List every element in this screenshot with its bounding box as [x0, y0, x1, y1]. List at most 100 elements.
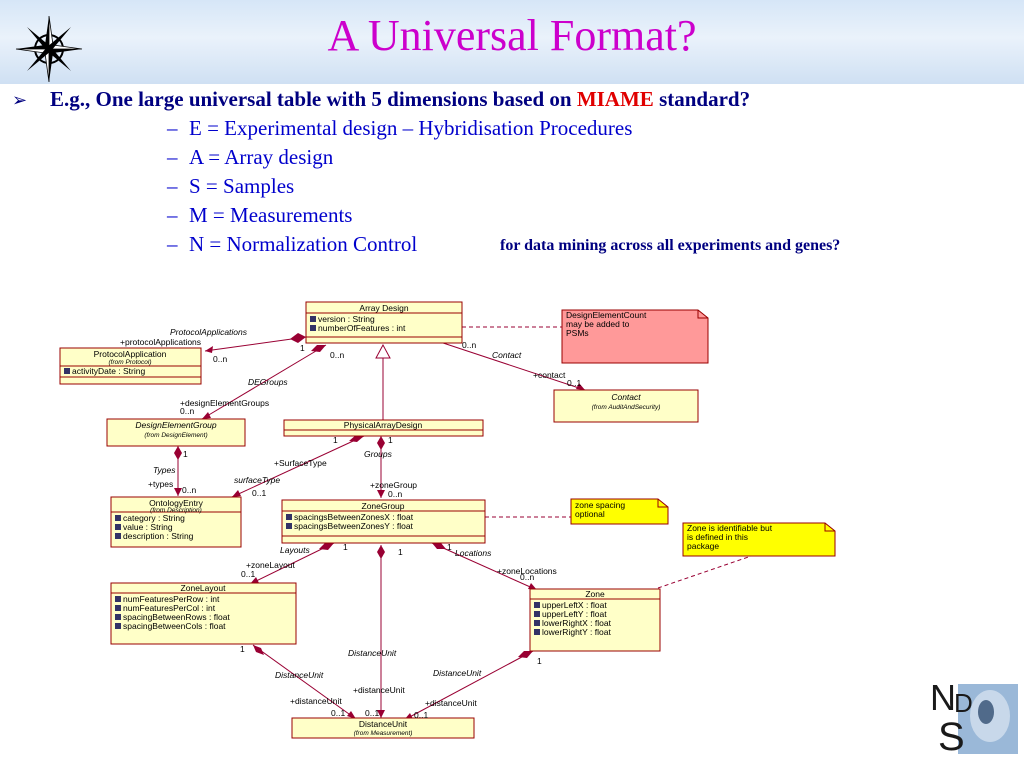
svg-text:0..1: 0..1: [365, 708, 379, 718]
attribute-icon: [64, 368, 70, 374]
compass-star-logo: [15, 15, 83, 83]
attribute-icon: [115, 524, 121, 530]
attribute-icon: [310, 316, 316, 322]
svg-text:Zone is identifiable but: Zone is identifiable but: [687, 523, 773, 533]
class-zone-layout: ZoneLayout numFeaturesPerRow : int numFe…: [110, 582, 297, 645]
note-design-element-count: DesignElementCount may be added to PSMs: [561, 309, 709, 364]
attribute-icon: [115, 533, 121, 539]
class-array-design: Array Design version : String numberOfFe…: [305, 301, 463, 344]
svg-text:+distanceUnit: +distanceUnit: [425, 698, 477, 708]
svg-text:1: 1: [447, 542, 452, 552]
svg-text:(from DesignElement): (from DesignElement): [144, 432, 207, 439]
attribute-icon: [115, 614, 121, 620]
class-zone: Zone upperLeftX : float upperLeftY : flo…: [529, 588, 661, 652]
svg-text:1: 1: [333, 435, 338, 445]
svg-text:+types: +types: [148, 479, 173, 489]
svg-text:may be added to: may be added to: [566, 319, 630, 329]
svg-text:spacingsBetweenZonesX : float: spacingsBetweenZonesX : float: [294, 512, 414, 522]
svg-text:category : String: category : String: [123, 513, 185, 523]
attribute-icon: [115, 515, 121, 521]
class-zone-group: ZoneGroup spacingsBetweenZonesX : float …: [281, 499, 486, 544]
svg-text:description : String: description : String: [123, 531, 194, 541]
data-mining-note: for data mining across all experiments a…: [500, 237, 841, 254]
svg-text:lowerRightX : float: lowerRightX : float: [542, 618, 612, 628]
svg-text:Contact: Contact: [492, 350, 522, 360]
svg-text:spacingBetweenCols : float: spacingBetweenCols : float: [123, 621, 226, 631]
svg-text:0..n: 0..n: [213, 354, 227, 364]
class-physical-array-design: PhysicalArrayDesign: [283, 419, 484, 437]
attribute-icon: [534, 629, 540, 635]
note-zone-spacing: zone spacing optional: [570, 498, 669, 525]
svg-text:0..n: 0..n: [462, 340, 476, 350]
attribute-icon: [115, 623, 121, 629]
svg-text:D: D: [954, 688, 973, 718]
svg-text:+zoneLayout: +zoneLayout: [246, 560, 296, 570]
svg-text:spacingBetweenRows : float: spacingBetweenRows : float: [123, 612, 230, 622]
bullet-prefix: E.g., One large universal table with 5 d…: [50, 87, 577, 111]
svg-text:1: 1: [343, 542, 348, 552]
svg-text:+zoneLocations: +zoneLocations: [497, 566, 557, 576]
bullet-arrow-icon: ➢: [12, 90, 28, 111]
sub-item-array-design: –A = Array design: [167, 145, 334, 169]
svg-text:1: 1: [537, 656, 542, 666]
attribute-icon: [534, 611, 540, 617]
svg-text:(from Protocol): (from Protocol): [109, 359, 152, 366]
svg-text:DistanceUnit: DistanceUnit: [359, 719, 408, 729]
svg-text:numberOfFeatures : int: numberOfFeatures : int: [318, 323, 406, 333]
svg-text:N: N: [930, 677, 956, 718]
svg-text:Types: Types: [153, 465, 176, 475]
svg-text:0..1: 0..1: [331, 708, 345, 718]
svg-text:1: 1: [240, 644, 245, 654]
svg-text:0..1: 0..1: [252, 488, 266, 498]
svg-text:1: 1: [183, 449, 188, 459]
svg-text:PhysicalArrayDesign: PhysicalArrayDesign: [344, 420, 423, 430]
svg-text:OntologyEntry: OntologyEntry: [149, 498, 204, 508]
svg-text:1: 1: [388, 435, 393, 445]
svg-text:upperLeftY : float: upperLeftY : float: [542, 609, 607, 619]
svg-text:DesignElementCount: DesignElementCount: [566, 310, 647, 320]
svg-text:DesignElementGroup: DesignElementGroup: [135, 420, 217, 430]
slide-header: [0, 0, 1024, 84]
svg-text:numFeaturesPerCol : int: numFeaturesPerCol : int: [123, 603, 216, 613]
svg-text:0..n: 0..n: [388, 489, 402, 499]
attribute-icon: [534, 602, 540, 608]
svg-text:lowerRightY : float: lowerRightY : float: [542, 627, 611, 637]
svg-text:0..1: 0..1: [567, 378, 581, 388]
note-zone-identifiable: Zone is identifiable but is defined in t…: [682, 522, 836, 557]
svg-text:numFeaturesPerRow : int: numFeaturesPerRow : int: [123, 594, 220, 604]
svg-text:package: package: [687, 541, 719, 551]
svg-text:+distanceUnit: +distanceUnit: [353, 685, 405, 695]
svg-text:0..n: 0..n: [520, 572, 534, 582]
svg-text:value : String: value : String: [123, 522, 173, 532]
svg-text:+protocolApplications: +protocolApplications: [120, 337, 201, 347]
svg-text:surfaceType: surfaceType: [234, 475, 280, 485]
attribute-icon: [534, 620, 540, 626]
svg-text:Locations: Locations: [455, 548, 492, 558]
svg-text:Groups: Groups: [364, 449, 393, 459]
svg-text:optional: optional: [575, 509, 605, 519]
svg-text:1: 1: [300, 343, 305, 353]
svg-text:+designElementGroups: +designElementGroups: [180, 398, 269, 408]
svg-text:is defined in this: is defined in this: [687, 532, 748, 542]
attribute-icon: [310, 325, 316, 331]
svg-text:spacingsBetweenZonesY : float: spacingsBetweenZonesY : float: [294, 521, 414, 531]
class-distance-unit: DistanceUnit (from Measurement): [291, 717, 475, 739]
svg-text:S: S: [938, 715, 965, 758]
svg-text:DEGroups: DEGroups: [248, 377, 288, 387]
svg-text:0..n: 0..n: [182, 485, 196, 495]
svg-text:(from Description): (from Description): [150, 507, 202, 514]
svg-text:Contact: Contact: [611, 392, 641, 402]
svg-text:+distanceUnit: +distanceUnit: [290, 696, 342, 706]
svg-text:upperLeftX : float: upperLeftX : float: [542, 600, 607, 610]
attribute-icon: [115, 596, 121, 602]
class-contact: Contact (from AuditAndSecurity): [553, 389, 699, 423]
svg-text:ZoneGroup: ZoneGroup: [362, 501, 405, 511]
svg-text:activityDate : String: activityDate : String: [72, 366, 145, 376]
miame-highlight: MIAME: [576, 87, 654, 111]
svg-text:zone spacing: zone spacing: [575, 500, 625, 510]
attribute-icon: [286, 514, 292, 520]
svg-text:Zone: Zone: [585, 589, 605, 599]
svg-text:ProtocolApplication: ProtocolApplication: [94, 349, 167, 359]
svg-text:ZoneLayout: ZoneLayout: [181, 583, 227, 593]
svg-text:0..1: 0..1: [414, 710, 428, 720]
